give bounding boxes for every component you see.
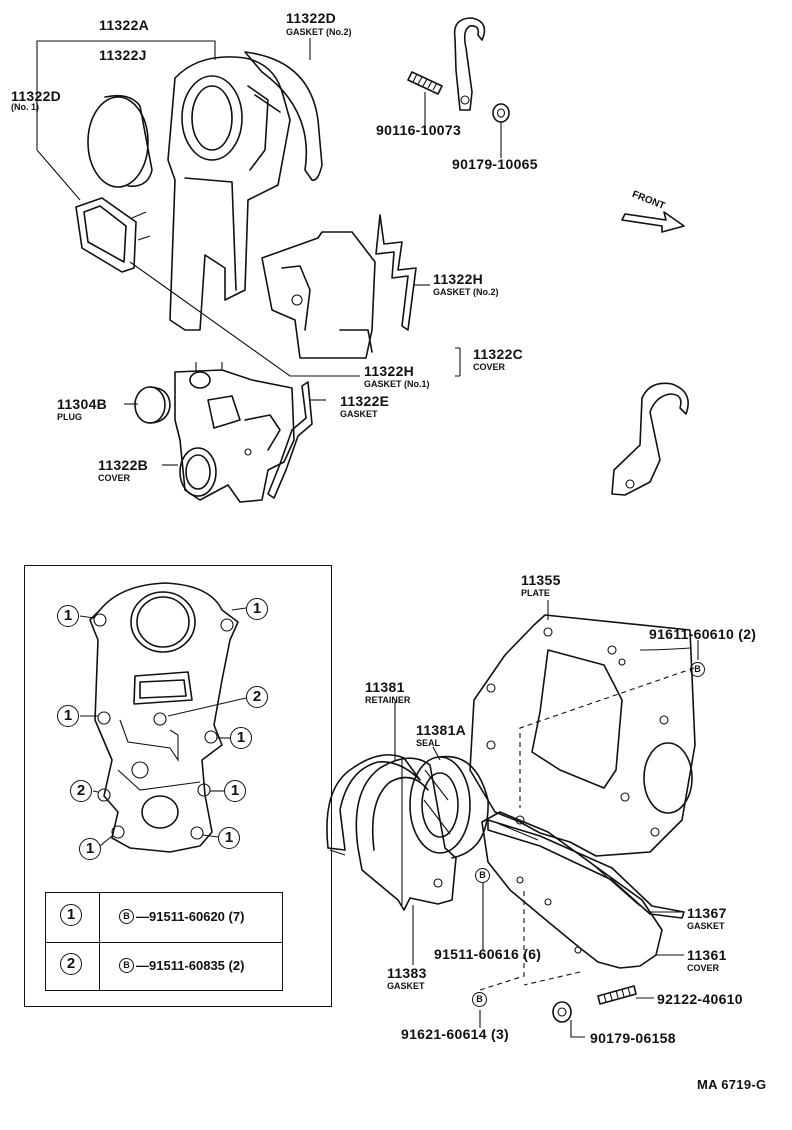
legend-row-1: 1 B —91511-60620 (7) xyxy=(46,893,282,943)
part-90116-stud xyxy=(407,71,443,95)
inset-callout-8: 1 xyxy=(79,838,101,860)
bolt-mark-91621: B xyxy=(472,992,487,1007)
inset-callout-3: 2 xyxy=(246,686,268,708)
legend-text-1: —91511-60620 (7) xyxy=(136,909,245,924)
part-11355-plate xyxy=(469,614,696,857)
inset-callout-4: 1 xyxy=(57,705,79,727)
bolt-mark-91511-60616: B xyxy=(475,868,490,883)
part-11304B-plug xyxy=(134,386,171,424)
inset-callout-2: 1 xyxy=(246,598,268,620)
label-11322H-no2: 11322H xyxy=(433,271,484,287)
label-11355-sub: PLATE xyxy=(521,588,550,598)
legend-bolt-mark-1: B xyxy=(119,909,134,924)
inset-callout-1: 1 xyxy=(57,605,79,627)
part-11322A-upper-cover xyxy=(167,56,291,331)
label-11322A: 11322A xyxy=(99,17,150,33)
leader-11322D-left xyxy=(36,149,81,201)
label-11381A-sub: SEAL xyxy=(416,738,441,748)
part-11381-retainer xyxy=(355,757,457,911)
legend-num-2: 2 xyxy=(60,953,82,975)
label-11304B: 11304B xyxy=(57,396,108,412)
part-11383-gasket xyxy=(326,754,421,856)
label-11322C: 11322C xyxy=(473,346,524,362)
bolt-legend-table: 1 B —91511-60620 (7) 2 B —91511-60835 (2… xyxy=(45,892,283,991)
label-11322C-sub: COVER xyxy=(473,362,506,372)
label-11367-sub: GASKET xyxy=(687,921,725,931)
label-11381: 11381 xyxy=(365,679,405,695)
label-91611-60610: 91611-60610 (2) xyxy=(649,626,757,642)
legend-num-cell: 2 xyxy=(46,942,100,991)
label-11322B-sub: COVER xyxy=(98,473,131,483)
label-11322H-no2-sub: GASKET (No.2) xyxy=(433,287,499,297)
part-11322H-gasket-no2 xyxy=(375,214,417,331)
label-11367: 11367 xyxy=(687,905,727,921)
label-90179-10065: 90179-10065 xyxy=(452,156,538,172)
inset-callout-6: 2 xyxy=(70,780,92,802)
label-11322D-no1-sub: (No. 1) xyxy=(11,102,39,112)
label-11361: 11361 xyxy=(687,947,727,963)
part-11322D-gasket-no2 xyxy=(244,51,323,181)
label-11381-sub: RETAINER xyxy=(365,695,411,705)
label-11322H-no1: 11322H xyxy=(364,363,415,379)
label-11361-sub: COVER xyxy=(687,963,720,973)
part-11322B-cover xyxy=(174,362,295,503)
part-hook-bracket-right xyxy=(611,382,689,496)
legend-text-2: —91511-60835 (2) xyxy=(136,958,245,973)
part-11361-cover xyxy=(481,811,663,969)
part-11322D-gasket-no1 xyxy=(75,197,151,273)
label-11322E-sub: GASKET xyxy=(340,409,378,419)
inset-leader-lines xyxy=(79,607,247,847)
label-11322B: 11322B xyxy=(98,457,149,473)
label-11322E: 11322E xyxy=(340,393,390,409)
part-11367-gasket xyxy=(487,819,685,919)
label-11383-sub: GASKET xyxy=(387,981,425,991)
legend-num-cell: 1 xyxy=(46,893,100,942)
label-92122-40610: 92122-40610 xyxy=(657,991,743,1007)
label-90116-10073: 90116-10073 xyxy=(376,122,462,138)
inset-callout-5: 1 xyxy=(230,727,252,749)
inset-callout-9: 1 xyxy=(218,827,240,849)
inset-cover-outline xyxy=(89,582,239,853)
legend-num-1: 1 xyxy=(60,904,82,926)
inset-callout-7: 1 xyxy=(224,780,246,802)
label-11383: 11383 xyxy=(387,965,427,981)
label-11322D-no2-sub: GASKET (No.2) xyxy=(286,27,352,37)
label-11381A: 11381A xyxy=(416,722,467,738)
part-90179-nut xyxy=(492,103,510,123)
label-11304B-sub: PLUG xyxy=(57,412,83,422)
label-11322D-no1: 11322D xyxy=(11,88,62,104)
label-11322D-no2: 11322D xyxy=(286,10,337,26)
label-90179-06158: 90179-06158 xyxy=(590,1030,676,1046)
legend-row-2: 2 B —91511-60835 (2) xyxy=(46,942,282,991)
bolt-mark-91611: B xyxy=(690,662,705,677)
part-11322J-cap xyxy=(87,94,153,188)
front-arrow-icon xyxy=(621,211,685,233)
leader-11322A xyxy=(36,40,216,150)
label-91511-60616: 91511-60616 (6) xyxy=(434,946,542,962)
label-11322H-no1-sub: GASKET (No.1) xyxy=(364,379,430,389)
part-11322C-cover xyxy=(261,231,376,359)
label-11322J: 11322J xyxy=(99,47,147,63)
legend-bolt-mark-2: B xyxy=(119,958,134,973)
part-11381A-seal xyxy=(409,755,489,859)
label-91621-60614: 91621-60614 (3) xyxy=(401,1026,510,1042)
part-hook-bracket-top xyxy=(453,17,486,111)
inset-bolt-location-box xyxy=(24,565,332,1007)
part-11322E-gasket xyxy=(267,381,313,499)
part-92122-stud xyxy=(597,985,637,1005)
label-11355: 11355 xyxy=(521,572,561,588)
part-90179-06158-nut xyxy=(552,1001,572,1023)
footer-code: MA 6719-G xyxy=(697,1077,767,1092)
